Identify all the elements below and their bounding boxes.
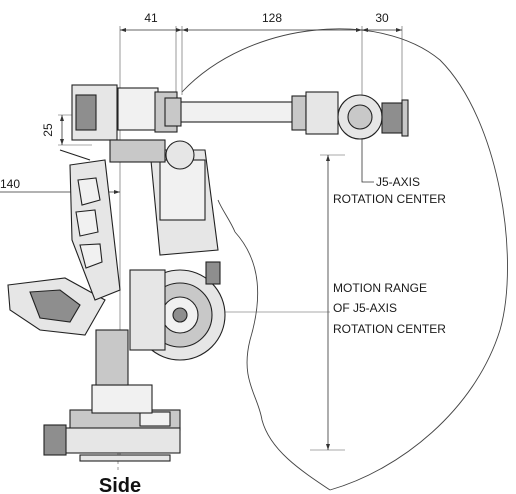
j5-rotation-center-label: J5-AXIS ROTATION CENTER	[333, 175, 446, 206]
robot-drawing	[7, 84, 409, 462]
range-label-line3: ROTATION CENTER	[333, 322, 446, 336]
range-label-line1: MOTION RANGE	[333, 281, 427, 295]
j5-label-line2: ROTATION CENTER	[333, 192, 446, 206]
dim-label-128: 128	[262, 11, 282, 25]
dim-label-25: 25	[41, 123, 55, 137]
dim-label-140: 140	[0, 177, 20, 191]
motion-range-envelope	[181, 28, 508, 491]
dim-label-30: 30	[375, 11, 389, 25]
range-label-line2: OF J5-AXIS	[333, 301, 397, 315]
dim-label-41: 41	[144, 11, 158, 25]
motion-range-label: MOTION RANGE OF J5-AXIS ROTATION CENTER	[333, 281, 446, 336]
j5-label-line1: J5-AXIS	[376, 175, 420, 189]
view-title: Side	[99, 475, 141, 494]
dimension-labels: 41 128 30 25 140	[0, 11, 389, 191]
